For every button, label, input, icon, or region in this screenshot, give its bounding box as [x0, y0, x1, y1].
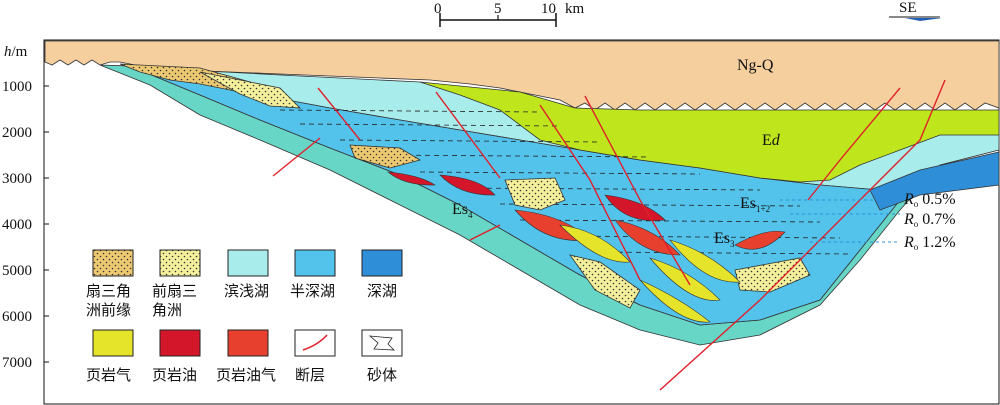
legend-label-3: 滨浅湖 [224, 282, 269, 300]
fault-line-3 [435, 91, 501, 179]
legend-swatch-shale-gas [92, 329, 134, 357]
scale-tick-0: 0 [434, 1, 442, 17]
y-tick-5000: 5000 [2, 263, 32, 279]
pre-fan-delta-dots-2 [350, 145, 420, 168]
shale-oil-lens-3 [604, 194, 666, 221]
legend-label-2b: 角洲 [152, 301, 182, 319]
legend-label-4: 半深湖 [290, 282, 335, 300]
fan-delta-front-dots [120, 64, 250, 92]
scale-unit: km [565, 1, 585, 17]
y-axis-label: h/m [4, 44, 28, 60]
formation-ngq-label: Ng-Q [737, 57, 774, 74]
shale-oil-gas-lens-3 [734, 231, 786, 250]
direction-label: SE [899, 0, 917, 16]
y-tick-7000: 7000 [2, 355, 32, 371]
scale-tick-10: 10 [541, 1, 556, 17]
legend-label-1b: 洲前缘 [86, 301, 131, 319]
legend-label-2a: 前扇三 [152, 282, 197, 300]
sand-body-icon [368, 335, 396, 351]
deep-lake-wedge [869, 151, 1000, 211]
fault-line-1 [272, 137, 321, 177]
fault-line-2 [317, 87, 361, 141]
y-tick-3000: 3000 [2, 171, 32, 187]
shale-gas-lens-4 [639, 279, 711, 323]
legend-swatch-deep [361, 249, 403, 277]
fault-line-6 [584, 95, 691, 286]
legend-swatch-shale-oil-gas [227, 329, 269, 357]
pre-fan-delta-dots-3 [505, 178, 565, 210]
legend-label-6: 页岩气 [86, 366, 131, 384]
legend-swatch-fan-front-dots [93, 250, 133, 276]
scale-tick-5: 5 [494, 1, 502, 17]
ro-isolines [780, 199, 900, 243]
legend-label-5: 深湖 [367, 282, 397, 300]
y-tick-4000: 4000 [2, 217, 32, 233]
shale-oil-lens-2 [439, 174, 496, 196]
legend-swatch-shale-oil [159, 329, 201, 357]
formation-ed-label: Ed [762, 132, 781, 149]
legend-swatch-pre-fan-dots [160, 250, 200, 276]
bedding-lines [279, 109, 851, 255]
formation-es12-label: Es1+2 [740, 195, 770, 214]
fault-line-5 [539, 104, 641, 281]
legend-label-8: 页岩油气 [216, 366, 276, 384]
shale-gas-lens-3 [669, 239, 741, 283]
formation-es4-label: Es4 [452, 201, 473, 220]
shale-oil-gas-lens-2 [614, 219, 681, 256]
shale-oil-lens-1 [387, 171, 436, 186]
fault-line-4 [469, 224, 501, 241]
legend-label-10: 砂体 [367, 366, 397, 384]
direction-arrow-icon [905, 18, 942, 21]
formation-es3-label: Es3 [714, 230, 735, 249]
ed-layer [419, 81, 1000, 183]
pre-fan-delta-dots-5 [735, 258, 810, 292]
scale-bar: 0 5 10 km [434, 1, 585, 27]
fault-icon [302, 334, 328, 351]
legend-label-1a: 扇三角 [86, 282, 131, 300]
legend-swatch-fault [294, 329, 336, 357]
legend-swatch-semi-deep [294, 249, 336, 277]
y-tick-1000: 1000 [2, 79, 32, 95]
shale-gas-lens-2 [649, 257, 721, 301]
y-tick-6000: 6000 [2, 309, 32, 325]
shale-gas-lens-1 [559, 224, 631, 263]
y-axis: h/m 1000 2000 3000 4000 5000 6000 7000 [2, 44, 49, 371]
direction-indicator: SE [889, 0, 942, 21]
y-tick-2000: 2000 [2, 125, 32, 141]
legend: 扇三角 洲前缘 前扇三 角洲 滨浅湖 半深湖 深湖 页岩气 页岩油 页岩油气 断… [86, 249, 403, 384]
pre-fan-delta-dots-1 [200, 72, 300, 108]
fault-line-7 [807, 87, 901, 201]
legend-swatch-shallow [227, 249, 269, 277]
legend-label-9: 断层 [295, 366, 325, 384]
pre-fan-delta-dots-4 [570, 255, 640, 308]
legend-label-7: 页岩油 [152, 366, 197, 384]
